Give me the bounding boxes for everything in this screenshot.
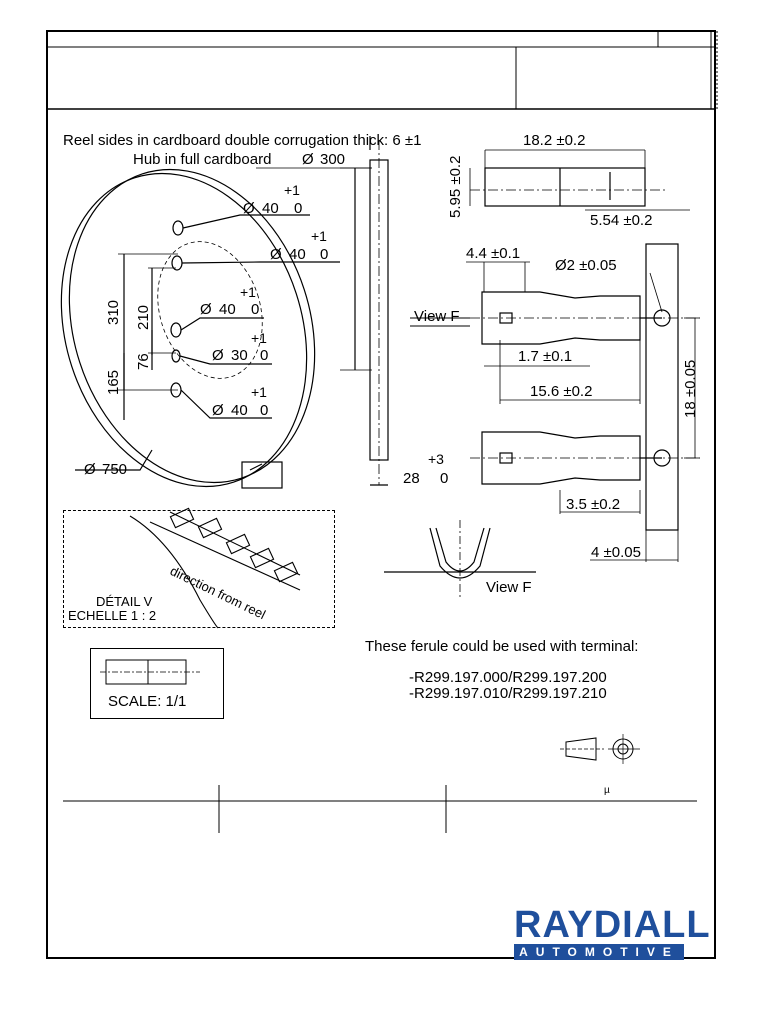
dim-3-5: 3.5 ±0.2 bbox=[566, 496, 621, 513]
dia-symbol: Ø bbox=[84, 461, 96, 478]
hole2-dia: 40 bbox=[289, 246, 306, 263]
view-f-label: View F bbox=[414, 308, 460, 325]
ferule-note: These ferule could be used with terminal… bbox=[365, 638, 639, 655]
carrier-strip bbox=[590, 243, 700, 562]
ferrule-top-view bbox=[469, 149, 690, 211]
tol-zero: 0 bbox=[294, 200, 303, 217]
tol-zero: 0 bbox=[320, 246, 329, 263]
logo-bar bbox=[514, 944, 684, 960]
reel-note: Reel sides in cardboard double corrugati… bbox=[63, 132, 422, 149]
raydiall-logo: RAYDIALL bbox=[514, 904, 711, 946]
view-f-profile bbox=[384, 520, 536, 600]
ferrule-front-lower bbox=[470, 431, 700, 514]
dim-15-6: 15.6 ±0.2 bbox=[530, 383, 593, 400]
dim-18: 18 ±0.05 bbox=[682, 359, 699, 418]
hub-dia: 300 bbox=[320, 151, 346, 168]
detail-title: DÉTAIL V bbox=[96, 594, 153, 609]
reel-drawing bbox=[60, 136, 389, 489]
ferrule-front-upper bbox=[466, 261, 700, 404]
tol-zero: 0 bbox=[251, 301, 260, 318]
detail-scale: ECHELLE 1 : 2 bbox=[68, 608, 157, 623]
hole1-dia: 40 bbox=[262, 200, 279, 217]
dim-hole: Ø2 ±0.05 bbox=[555, 257, 617, 274]
view-f-label-2: View F bbox=[486, 579, 532, 596]
dim-310: 310 bbox=[105, 299, 122, 325]
dim-28: 28 bbox=[403, 470, 420, 487]
dim-76: 76 bbox=[135, 353, 152, 370]
dia-symbol: Ø bbox=[302, 151, 314, 168]
tol-plus: +1 bbox=[311, 228, 327, 244]
tol-zero: 0 bbox=[260, 347, 269, 364]
dia-symbol: Ø bbox=[212, 402, 224, 419]
tol-zero: 0 bbox=[260, 402, 269, 419]
dim-height: 5.95 ±0.2 bbox=[447, 155, 464, 218]
detail-v-box bbox=[63, 510, 335, 628]
dim-length: 18.2 ±0.2 bbox=[523, 132, 586, 149]
tol-plus: +1 bbox=[251, 384, 267, 400]
sheet-border bbox=[46, 30, 716, 959]
dia-symbol: Ø bbox=[212, 347, 224, 364]
dia-symbol: Ø bbox=[243, 200, 255, 217]
terminal-1: -R299.197.000/R299.197.200 bbox=[409, 669, 607, 686]
tol-zero: 0 bbox=[440, 470, 449, 487]
dim-pitch: 4.4 ±0.1 bbox=[466, 245, 521, 262]
terminal-2: -R299.197.010/R299.197.210 bbox=[409, 685, 607, 702]
tol-plus: +1 bbox=[284, 182, 300, 198]
logo-subtitle: AUTOMOTIVE bbox=[519, 945, 679, 959]
scale-label: SCALE: 1/1 bbox=[108, 693, 187, 710]
dim-210: 210 bbox=[135, 304, 152, 330]
mu-symbol: µ bbox=[604, 785, 610, 796]
tol-plus: +1 bbox=[251, 330, 267, 346]
scale-ferrule bbox=[100, 659, 200, 685]
dia-symbol: Ø bbox=[270, 246, 282, 263]
detail-v-drawing bbox=[129, 507, 301, 629]
dim-width: 5.54 ±0.2 bbox=[590, 212, 653, 229]
dim-4: 4 ±0.05 bbox=[591, 544, 641, 561]
view-f-arrow bbox=[410, 317, 470, 327]
dia-symbol: Ø bbox=[200, 301, 212, 318]
projection-symbol bbox=[560, 734, 640, 764]
dim-1-7: 1.7 ±0.1 bbox=[518, 348, 573, 365]
tol-plus: +1 bbox=[240, 284, 256, 300]
hole5-dia: 40 bbox=[231, 402, 248, 419]
hole4-dia: 30 bbox=[231, 347, 248, 364]
hole3-dia: 40 bbox=[219, 301, 236, 318]
scale-box bbox=[90, 648, 224, 719]
dim-165: 165 bbox=[105, 369, 122, 395]
hub-note: Hub in full cardboard bbox=[133, 151, 272, 168]
reel-dia: 750 bbox=[102, 461, 128, 478]
tol-plus3: +3 bbox=[428, 451, 444, 467]
